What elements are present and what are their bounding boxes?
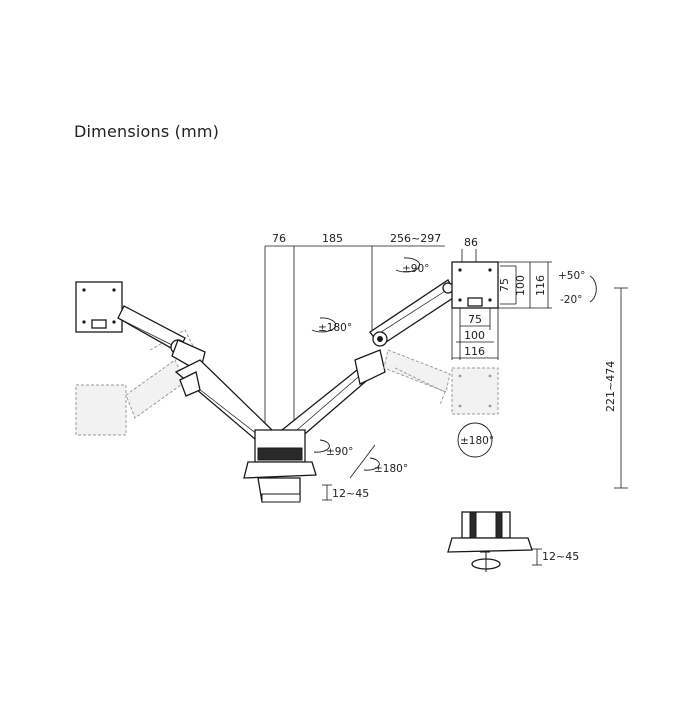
vesa-right-dims bbox=[498, 261, 552, 309]
dim-86: 86 bbox=[464, 236, 478, 249]
dim-256-297: 256~297 bbox=[390, 232, 441, 245]
vesa-bottom-100: 100 bbox=[464, 329, 485, 342]
diagram-title: Dimensions (mm) bbox=[74, 122, 220, 141]
vesa-right-100: 100 bbox=[514, 275, 527, 296]
right-ghost-plate bbox=[451, 367, 499, 415]
rot-arrow-base-180 bbox=[363, 457, 380, 471]
left-vesa-plate bbox=[75, 281, 123, 333]
clamp-range-label: 12~45 bbox=[332, 487, 369, 500]
rot-arrow-top-90 bbox=[395, 257, 421, 273]
dim-76: 76 bbox=[272, 232, 286, 245]
height-range-dim bbox=[614, 287, 628, 489]
tilt-down-label: -20° bbox=[560, 294, 582, 306]
rot90-top-label: ±90° bbox=[402, 263, 429, 275]
tilt-arrow bbox=[589, 275, 597, 303]
base-clamp bbox=[243, 429, 317, 503]
grommet-base bbox=[447, 511, 533, 572]
rot180-left-label: ±180° bbox=[318, 322, 352, 334]
reference-lines bbox=[264, 245, 445, 430]
grommet-range-label: 12~45 bbox=[542, 550, 579, 563]
vesa-bottom-dims bbox=[451, 308, 499, 360]
vesa-bottom-116: 116 bbox=[464, 345, 485, 358]
left-ghost-plate bbox=[75, 329, 196, 436]
rot180-plate-label: ±180° bbox=[460, 435, 494, 447]
vesa-right-75: 75 bbox=[498, 278, 511, 292]
rot-arrow-mid-180 bbox=[311, 317, 337, 333]
vesa-bottom-75: 75 bbox=[468, 313, 482, 326]
rot90-base-label: ±90° bbox=[326, 446, 353, 458]
vesa-right-116: 116 bbox=[534, 275, 547, 296]
rot180-base-label: ±180° bbox=[374, 463, 408, 475]
right-vesa-plate bbox=[451, 261, 499, 309]
grommet-range-dim bbox=[532, 548, 542, 566]
left-upper-arm bbox=[117, 305, 206, 373]
rot-arrow-base-90 bbox=[313, 439, 330, 453]
height-range-label: 221~474 bbox=[604, 361, 617, 412]
right-upper-arm bbox=[369, 279, 457, 347]
tilt-up-label: +50° bbox=[558, 270, 585, 282]
dim-185: 185 bbox=[322, 232, 343, 245]
rot-arrow-plate-180 bbox=[457, 422, 493, 458]
right-ghost-arm bbox=[383, 349, 451, 406]
